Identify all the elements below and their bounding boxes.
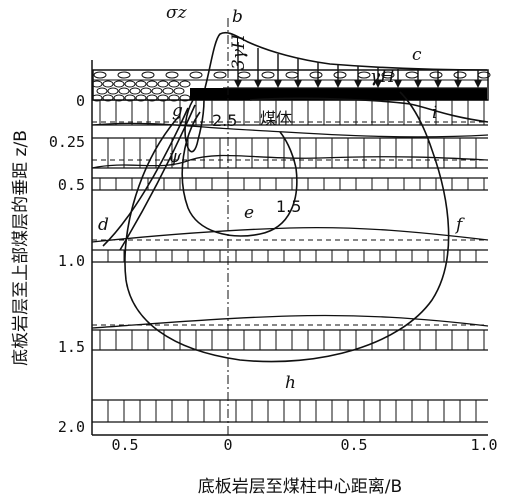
y-tick-20: 2.0: [58, 418, 85, 436]
load-arrow-head: [314, 80, 322, 88]
gravel-pebble: [146, 80, 158, 88]
gravel-pebble: [151, 87, 163, 95]
y-tick-10: 1.0: [58, 252, 85, 270]
gravel-pebble: [135, 94, 147, 102]
strata-band: [92, 399, 488, 423]
load-arrow-head: [454, 80, 462, 88]
x-tick-10: 1.0: [470, 436, 497, 454]
gravel-pebble: [168, 94, 180, 102]
load-arrow-head: [394, 80, 402, 88]
strata-band: [92, 249, 488, 263]
strata-band: [92, 177, 488, 191]
label-c: c: [412, 45, 422, 65]
label-psi: ψ: [168, 147, 182, 167]
gravel-pebble: [189, 71, 203, 79]
strata-band: [92, 137, 488, 169]
gravel-pebble: [157, 94, 169, 102]
label-gammah: γH: [370, 67, 396, 87]
gravel-pebble: [453, 71, 467, 79]
gravel-pebble: [124, 94, 136, 102]
gravel-pebble: [162, 87, 174, 95]
gravel-pebble: [429, 71, 443, 79]
gravel-pebble: [309, 71, 323, 79]
y-tick-labels: 0 0.25 0.5 1.0 1.5 2.0: [49, 92, 85, 436]
gravel-pebble: [381, 71, 395, 79]
gravel-pebble: [146, 94, 158, 102]
label-i: i: [432, 103, 437, 123]
load-arrow-head: [434, 80, 442, 88]
contour-large: [124, 91, 450, 363]
psi-line-2: [119, 104, 196, 251]
gravel-pebble: [165, 71, 179, 79]
gravel-pebble: [333, 71, 347, 79]
stress-curve: [204, 31, 488, 89]
label-e: e: [244, 203, 254, 223]
gravel-pebble: [141, 71, 155, 79]
gravel-pebble: [118, 87, 130, 95]
load-arrow-head: [474, 80, 482, 88]
label-coal: 煤体: [260, 109, 292, 128]
gravel-pebble: [179, 80, 191, 88]
stress-contours: [102, 91, 489, 363]
x-tick-0: 0: [223, 436, 232, 454]
dashed-layers: [92, 121, 488, 326]
label-b: b: [232, 7, 243, 27]
strata-band: [92, 329, 488, 351]
gravel-pebble: [113, 94, 125, 102]
y-tick-025: 0.25: [49, 133, 85, 151]
label-d: d: [98, 215, 109, 235]
label-15: 1.5: [276, 197, 301, 216]
load-arrow-head: [234, 80, 242, 88]
coal-seam: [190, 88, 487, 100]
label-f: f: [454, 215, 465, 235]
deformed-layers: [91, 122, 489, 329]
gravel-pebble: [173, 87, 185, 95]
x-tick-labels: 0.5 0 0.5 1.0: [111, 436, 497, 454]
gravel-pebble: [261, 71, 275, 79]
y-tick-05: 0.5: [58, 176, 85, 194]
load-arrow-head: [414, 80, 422, 88]
label-sigma: σz: [166, 3, 188, 23]
y-axis-title: 底板岩层至上部煤层的垂距 z/B: [11, 130, 31, 366]
load-arrow-head: [274, 80, 282, 88]
x-tick-neg05: 0.5: [111, 436, 138, 454]
contour-15: [181, 111, 298, 237]
gravel-pebble: [157, 80, 169, 88]
label-g: g: [172, 101, 183, 121]
gravel-pebble: [135, 80, 147, 88]
gravel-pebble: [113, 80, 125, 88]
load-arrow-head: [334, 80, 342, 88]
gravel-pebble: [213, 71, 227, 79]
load-arrow-head: [374, 80, 382, 88]
gravel-pebble: [96, 87, 108, 95]
gravel-pebble: [93, 71, 107, 79]
gravel-pebble: [102, 80, 114, 88]
gravel-pebble: [129, 87, 141, 95]
gravel-pebble: [107, 87, 119, 95]
gravel-pebble: [124, 80, 136, 88]
label-h: h: [285, 373, 296, 393]
load-arrow-head: [254, 80, 262, 88]
gravel-pebble: [102, 94, 114, 102]
load-arrow-head: [354, 80, 362, 88]
contour-i: [249, 97, 489, 123]
gravel-pebble: [117, 71, 131, 79]
y-tick-0: 0: [76, 92, 85, 110]
y-tick-15: 1.5: [58, 338, 85, 356]
label-25: 2.5: [212, 111, 237, 130]
gravel-pebble: [140, 87, 152, 95]
load-arrows: [234, 42, 482, 88]
gravel-pebble: [168, 80, 180, 88]
load-arrow-head: [294, 80, 302, 88]
x-axis-title: 底板岩层至煤柱中心距离/B: [198, 477, 402, 497]
x-tick-05: 0.5: [340, 436, 367, 454]
psi-line-d: [102, 107, 189, 247]
label-3gammah: 3γH: [229, 33, 249, 70]
